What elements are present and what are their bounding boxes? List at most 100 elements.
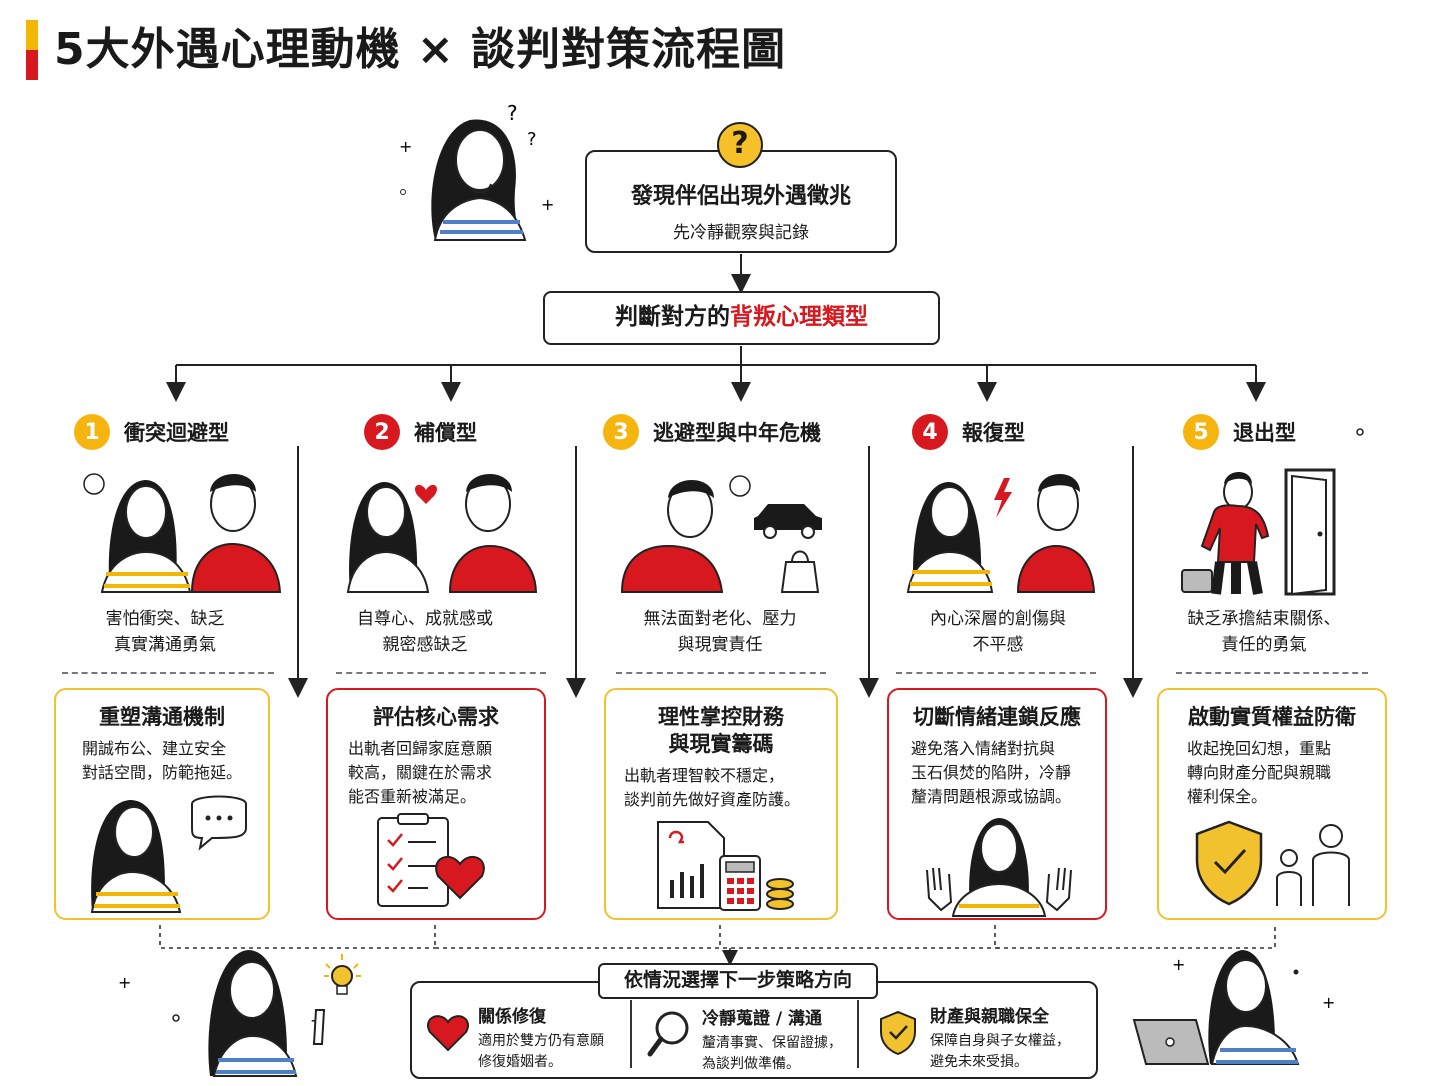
svg-text:?: ? (507, 101, 518, 125)
svg-text:+: + (541, 195, 554, 214)
strategy-item-evidence: 冷靜蒐證 / 溝通 釐清事實、保留證據， 為談判做準備。 (644, 1004, 854, 1075)
page-title: 5大外遇心理動機 × 談判對策流程圖 (54, 24, 787, 75)
type-2-divider (336, 672, 546, 674)
type-5-desc: 缺乏承擔結束關係、 責任的勇氣 (1158, 606, 1370, 658)
woman-idea-illustration: + + (118, 950, 361, 1077)
type-1-desc: 害怕衝突、缺乏 真實溝通勇氣 (60, 606, 270, 658)
type-4-card-line3: 釐清問題根源或協調。 (911, 787, 1072, 806)
type-5-header: 5 退出型 (1183, 414, 1296, 450)
svg-text:+: + (1322, 993, 1335, 1012)
type-4-divider (896, 672, 1096, 674)
strategy-evidence-title: 冷靜蒐證 / 溝通 (702, 1009, 823, 1029)
type-1-card-line2: 對話空間，防範拖延。 (82, 763, 243, 782)
type-3-desc-line2: 與現實責任 (677, 635, 763, 655)
strategy-evidence-desc-line1: 釐清事實、保留證據， (702, 1035, 842, 1051)
svg-text:+: + (118, 973, 131, 992)
type-4-desc: 內心深層的創傷與 不平感 (890, 606, 1106, 658)
woman-speech-illustration (90, 795, 247, 913)
type-5-desc-line2: 責任的勇氣 (1221, 635, 1307, 655)
type-1-card: 重塑溝通機制 開誠布公、建立安全 對話空間，防範拖延。 (54, 688, 270, 920)
type-3-header: 3 逃避型與中年危機 (603, 414, 821, 450)
strategy-protection-desc-line1: 保障自身與子女權益， (930, 1033, 1070, 1049)
heart-icon (427, 1015, 469, 1052)
strategy-protection-desc-line2: 避免未來受損。 (930, 1054, 1028, 1070)
type-4-header: 4 報復型 (912, 414, 1025, 450)
judge-prefix: 判斷對方的 (615, 304, 730, 330)
type-5-card: 啟動實質權益防衛 收起挽回幻想，重點 轉向財產分配與親職 權利保全。 (1157, 688, 1387, 920)
type-1-name: 衝突迴避型 (124, 421, 229, 445)
type-1-card-line1: 開誠布公、建立安全 (82, 739, 227, 758)
strategy-item-repair: 關係修復 適用於雙方仍有意願 修復婚姻者。 (420, 1002, 628, 1073)
type-3-card-title-line1: 理性掌控財務 (658, 705, 784, 729)
type-4-desc-line2: 不平感 (972, 635, 1024, 655)
type-5-card-line2: 轉向財產分配與親職 (1187, 763, 1332, 782)
type-5-name: 退出型 (1233, 421, 1296, 445)
judge-highlight: 背叛心理類型 (730, 304, 868, 330)
type-1-desc-line1: 害怕衝突、缺乏 (105, 609, 225, 629)
type-5-desc-line1: 缺乏承擔結束關係、 (1187, 609, 1341, 629)
type-4-name: 報復型 (962, 421, 1025, 445)
type-3-badge: 3 (603, 414, 639, 450)
judge-box: 判斷對方的背叛心理類型 (543, 291, 940, 345)
woman-calm-hands-illustration (926, 818, 1072, 917)
strategy-title: 依情況選擇下一步策略方向 (598, 963, 878, 999)
type-2-name: 補償型 (414, 421, 477, 445)
type-3-card-title-line2: 與現實籌碼 (668, 732, 774, 756)
type-4-card-title: 切斷情緒連鎖反應 (913, 705, 1081, 729)
checklist-heart-icon (377, 813, 485, 907)
type-1-card-title: 重塑溝通機制 (99, 705, 225, 729)
type-4-card-body: 避免落入情緒對抗與 玉石俱焚的陷阱，冷靜 釐清問題根源或協調。 (889, 737, 1105, 809)
title-accent-red (26, 50, 38, 80)
type-5-card-line1: 收起挽回幻想，重點 (1187, 739, 1332, 758)
strategy-divider-1 (630, 1000, 632, 1068)
type-2-card-title: 評估核心需求 (373, 705, 499, 729)
strategy-protection-desc: 保障自身與子女權益， 避免未來受損。 (930, 1031, 1094, 1073)
type-3-card-title: 理性掌控財務 與現實籌碼 (606, 704, 836, 758)
magnifier-icon (647, 1011, 689, 1057)
sparkle-circle-icon (1356, 428, 1364, 436)
strategy-evidence-desc: 釐清事實、保留證據， 為談判做準備。 (702, 1033, 854, 1075)
type-4-desc-line1: 內心深層的創傷與 (930, 609, 1066, 629)
type-3-desc: 無法面對老化、壓力 與現實責任 (614, 606, 826, 658)
type-2-badge: 2 (364, 414, 400, 450)
couple-revenge-illustration (906, 474, 1096, 593)
type-4-card: 切斷情緒連鎖反應 避免落入情緒對抗與 玉石俱焚的陷阱，冷靜 釐清問題根源或協調。 (887, 688, 1107, 920)
type-5-card-title: 啟動實質權益防衛 (1188, 705, 1356, 729)
type-2-card: 評估核心需求 出軌者回歸家庭意願 較高，關鍵在於需求 能否重新被滿足。 (326, 688, 546, 920)
type-1-divider (62, 672, 274, 674)
question-mark-icon: ? (717, 122, 763, 168)
type-3-name: 逃避型與中年危機 (653, 421, 821, 445)
title-accent-yellow (26, 20, 38, 50)
strategy-repair-title: 關係修復 (478, 1007, 546, 1027)
type-1-badge: 1 (74, 414, 110, 450)
thinking-woman-illustration: ? ? + + (399, 101, 554, 241)
strategy-divider-2 (857, 1000, 859, 1068)
type-3-card-line1: 出軌者理智較不穩定， (624, 766, 785, 785)
strategy-item-protection: 財產與親職保全 保障自身與子女權益， 避免未來受損。 (872, 1002, 1094, 1073)
strategy-protection-title: 財產與親職保全 (930, 1007, 1049, 1027)
shield-family-icon (1195, 820, 1350, 906)
midlife-crisis-illustration (620, 475, 822, 593)
trigger-box: ? 發現伴侶出現外遇徵兆 先冷靜觀察與記錄 (585, 122, 897, 253)
type-5-divider (1176, 672, 1368, 674)
type-5-badge: 5 (1183, 414, 1219, 450)
type-2-card-line1: 出軌者回歸家庭意願 (348, 739, 493, 758)
svg-text:+: + (399, 137, 412, 156)
trigger-title: 發現伴侶出現外遇徵兆 (630, 184, 851, 209)
type-1-desc-line2: 真實溝通勇氣 (114, 635, 216, 655)
strategy-repair-desc-line2: 修復婚姻者。 (478, 1054, 562, 1070)
type-2-card-body: 出軌者回歸家庭意願 較高，關鍵在於需求 能否重新被滿足。 (328, 737, 544, 809)
woman-laptop-illustration: + + (1132, 950, 1335, 1065)
type-3-desc-line1: 無法面對老化、壓力 (643, 609, 797, 629)
type-5-card-body: 收起挽回幻想，重點 轉向財產分配與親職 權利保全。 (1159, 737, 1385, 809)
svg-text:+: + (1172, 955, 1185, 974)
man-leaving-door-illustration (1181, 468, 1336, 596)
strategy-evidence-desc-line2: 為談判做準備。 (702, 1056, 800, 1072)
type-2-desc-line2: 親密感缺乏 (382, 635, 468, 655)
strategy-repair-desc: 適用於雙方仍有意願 修復婚姻者。 (478, 1031, 628, 1073)
shield-check-icon (880, 1010, 916, 1056)
couple-compensation-illustration (346, 474, 538, 593)
finance-calculator-icon (657, 821, 794, 911)
type-1-header: 1 衝突迴避型 (74, 414, 229, 450)
